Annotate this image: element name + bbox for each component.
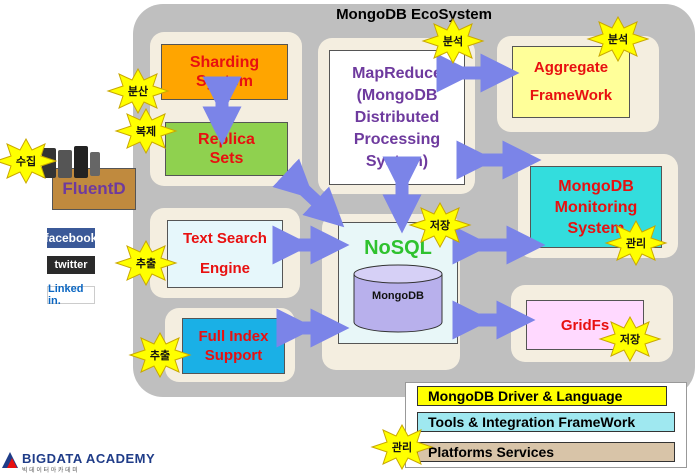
tag-star-bokje: 복제: [114, 108, 178, 154]
replica-nosql-arrow: [272, 158, 345, 228]
footer-brand-sub: 빅 데 이 터 아 카 데 미: [22, 468, 78, 474]
tag-star-gwanri-1: 관리: [604, 220, 668, 266]
twitter-logo: twitter: [47, 256, 95, 274]
tag-star-jeojang-2: 저장: [598, 316, 662, 362]
legend-tools: Tools & Integration FrameWork: [417, 412, 675, 432]
text-search-engine-box: Text Search Engine: [167, 220, 283, 288]
facebook-logo: facebook: [45, 228, 97, 248]
tag-star-bunsan: 분산: [106, 68, 170, 114]
tag-star-chulchul-2: 추출: [128, 332, 192, 378]
tag-star-bunseok-1: 분석: [421, 18, 485, 64]
tag-star-chulchul-1: 추출: [114, 240, 178, 286]
mongodb-cylinder-icon: [353, 264, 443, 333]
text-search-line2: Engine: [199, 260, 250, 277]
aggregate-framework-box: Aggregate FrameWork: [512, 46, 630, 118]
tag-star-gwanri-2: 관리: [370, 424, 434, 470]
tag-star-jeojang-1: 저장: [408, 202, 472, 248]
gridfs-box: GridFs: [526, 300, 644, 350]
text-search-line1: Text Search: [183, 230, 267, 247]
full-index-support-box: Full Index Support: [182, 318, 285, 374]
legend-platforms: Platforms Services: [417, 442, 675, 462]
tag-star-bunseok-2: 분석: [586, 16, 650, 62]
footer-brand: BIGDATA ACADEMY: [22, 451, 156, 466]
tag-star-sujip: 수집: [0, 138, 58, 184]
bigdata-academy-logo-icon: [0, 450, 20, 470]
legend-driver: MongoDB Driver & Language: [417, 386, 667, 406]
mongodb-label: MongoDB: [372, 290, 424, 302]
nosql-label: NoSQL: [364, 237, 432, 259]
linkedin-logo: Linked in.: [47, 283, 95, 307]
